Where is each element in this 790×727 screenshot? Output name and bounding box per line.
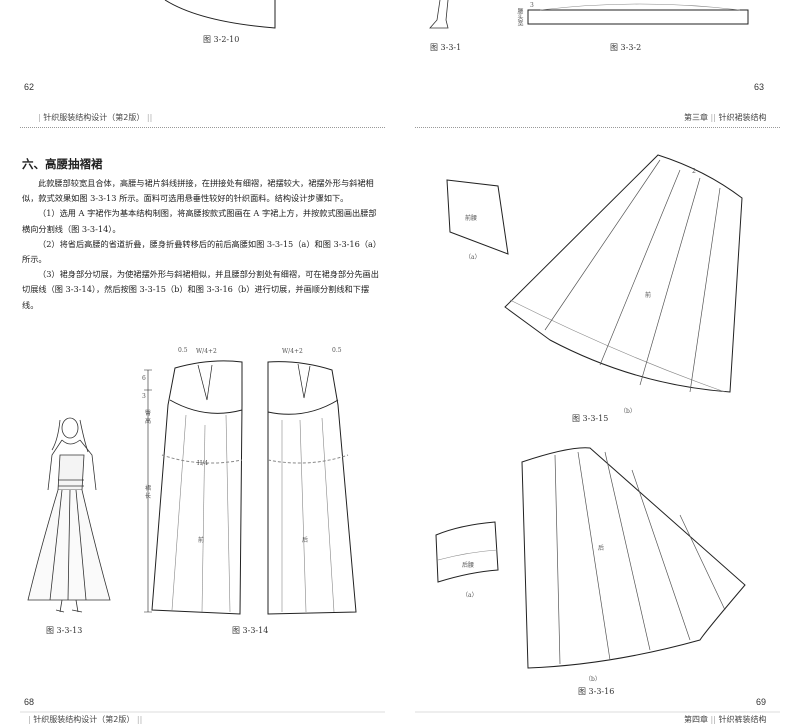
fig-3-3-16-caption: 图 3-3-16 — [578, 687, 615, 696]
page-number-69: 69 — [756, 697, 767, 707]
fig-3-3-16b-back-skirt — [521, 447, 746, 669]
front-skirt-label: 前 — [645, 292, 652, 299]
fig-3-3-15b-front-skirt — [504, 154, 743, 393]
paragraph-step-1: （1）选用 A 字裙作为基本结构制图，将高腰按款式图画在 A 字裙上方，并按款式… — [22, 208, 377, 234]
footer-book-title: | 针织服装结构设计（第2版） || — [28, 715, 143, 724]
paragraph-step-2: （2）将省后高腰的省道折叠，腰身折叠转移后的前后高腰如图 3-3-15（a）和图… — [22, 238, 382, 265]
page-number-62: 62 — [24, 82, 35, 92]
dim-3: 3 — [142, 393, 146, 400]
waistband-label: 腰头宽 — [516, 8, 523, 26]
fig-3-3-14-pattern — [144, 360, 357, 615]
footer-chapter: 第四章 || 针织裤装结构 — [684, 715, 767, 724]
fig-3-3-13-caption: 图 3-3-13 — [46, 626, 83, 635]
fig-3-3-16-sub-b: （b） — [585, 676, 601, 683]
paragraph-step-3: （3）裙身部分切展，为使裙摆外形与斜裙相似，并且腰部分割处有细褶，可在裙身部分先… — [22, 269, 379, 310]
header-rule-right — [415, 127, 780, 128]
back-waist-label: 后腰 — [462, 562, 475, 569]
fig-3-3-15-sub-b: （b） — [620, 408, 636, 415]
pattern-front-label: 前 — [198, 537, 205, 544]
page-number-68: 68 — [24, 697, 35, 707]
dim-6: 6 — [142, 375, 146, 382]
fig-3-3-15-caption: 图 3-3-15 — [572, 414, 609, 423]
fig-3-3-16-sub-a: （a） — [462, 592, 478, 599]
dim-0-5-left: 0.5 — [178, 347, 188, 354]
dim-w4-right: W/4+2 — [282, 348, 303, 355]
body-text: 此款腰部较宽且合体，高腰与裙片斜线拼接，在拼接处有细褶，裙摆较大，裙摆外形与斜裙… — [22, 176, 384, 313]
fig-3-3-13-illustration — [27, 417, 111, 613]
paragraph-intro: 此款腰部较宽且合体，高腰与裙片斜线拼接，在拼接处有细褶，裙摆较大，裙摆外形与斜裙… — [22, 178, 374, 204]
label-skirt-length: 裙长 — [145, 485, 152, 500]
fig-3-2-10-caption: 图 3-2-10 — [203, 35, 240, 44]
page-number-63: 63 — [754, 82, 765, 92]
fig-3-2-10-drawing — [164, 0, 276, 29]
front-waist-label: 前腰 — [465, 215, 478, 222]
dim-h4: H/4 — [197, 460, 209, 467]
fig-3-3-2-caption: 图 3-3-2 — [610, 43, 642, 52]
header-rule-left — [20, 127, 385, 128]
fig-3-3-1-caption: 图 3-3-1 — [430, 43, 462, 52]
back-skirt-label: 后 — [598, 545, 605, 552]
header-chapter: 第三章 || 针织裙装结构 — [684, 113, 767, 122]
fig-3-3-15-sub-a: （a） — [465, 254, 481, 261]
fig-3-3-14-caption: 图 3-3-14 — [232, 626, 269, 635]
fig-3-3-2-waistband — [527, 9, 749, 25]
fig-3-3-15a-front-waist — [446, 179, 509, 255]
section-title: 六、高腰抽褶裙 — [22, 157, 103, 171]
dim-w4-left: W/4+2 — [196, 348, 217, 355]
fig-3-3-16a-back-waist — [435, 521, 499, 583]
header-book-title: | 针织服装结构设计（第2版） || — [38, 113, 153, 122]
waistband-dim: 3 — [530, 2, 534, 9]
pattern-back-label: 后 — [302, 537, 309, 544]
dim-0-5-right: 0.5 — [332, 347, 342, 354]
dim-two: 2 — [692, 168, 696, 175]
label-hip-height: 臀高 — [145, 410, 152, 425]
fig-3-3-1-legs — [429, 0, 449, 29]
